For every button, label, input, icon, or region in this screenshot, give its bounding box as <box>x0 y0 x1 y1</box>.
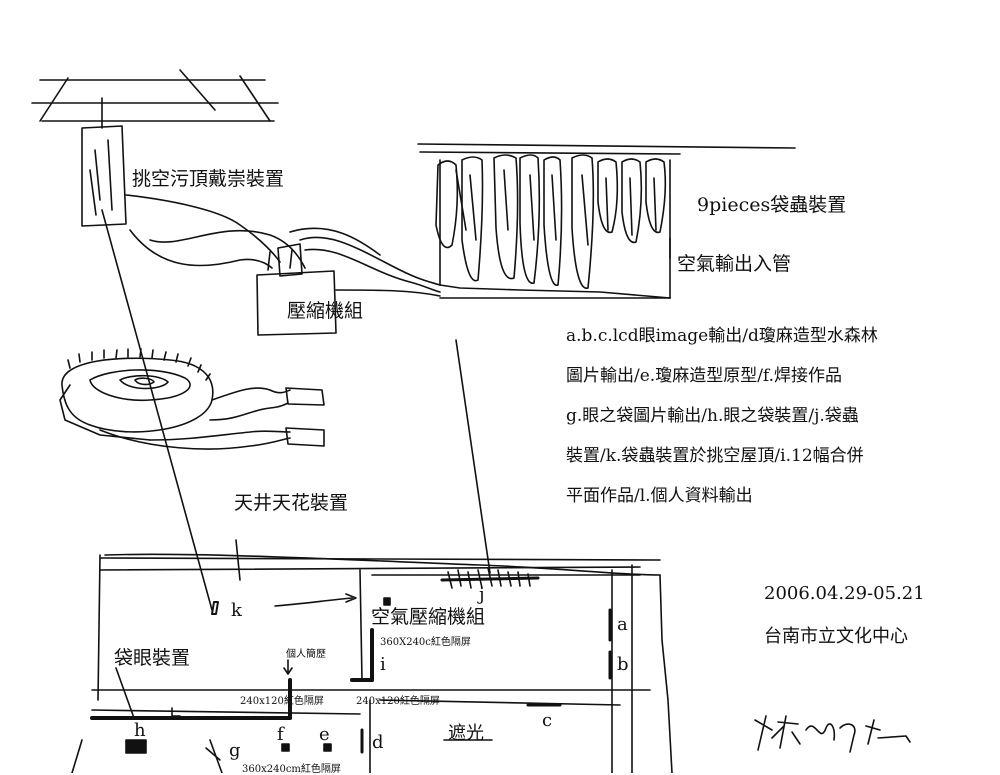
label-screen-240x120-left: 240x120紅色隔屏 <box>240 696 324 707</box>
letter-j: j <box>479 584 485 605</box>
label-air-compressor-group: 空氣壓縮機組 <box>371 606 486 628</box>
label-shading: 遮光 <box>448 723 484 744</box>
description-block: a.b.c.lcd眼image輸出/d瓊麻造型水森林 圖片輸出/e.瓊麻造型原型… <box>566 316 986 516</box>
overhead-device-sketch <box>81 125 213 611</box>
ceiling-beam-sketch <box>31 69 279 129</box>
letter-h: h <box>134 720 146 741</box>
label-eye-bag-device: 袋眼裝置 <box>114 647 191 669</box>
description-line: a.b.c.lcd眼image輸出/d瓊麻造型水森林 <box>566 326 878 346</box>
signature-sketch <box>754 715 911 753</box>
description-line: g.眼之袋圖片輸出/h.眼之袋裝置/j.袋蟲 <box>566 406 859 426</box>
letter-d: d <box>372 732 384 753</box>
letter-f: f <box>277 724 284 745</box>
label-nine-pieces: 9pieces袋蟲裝置 <box>697 194 847 216</box>
label-screen-240x120-right: 240x120紅色隔屏 <box>356 696 440 707</box>
letter-k: k <box>231 600 242 621</box>
floor-plan-sketch <box>71 539 673 773</box>
description-line: 裝置/k.袋蟲裝置於挑空屋頂/i.12幅合併 <box>566 446 864 466</box>
label-screen-360x240: 360X240c紅色隔屏 <box>380 637 471 648</box>
venue: 台南市立文化中心 <box>764 626 908 647</box>
air-tubes-sketch <box>125 194 441 297</box>
label-ceiling-device: 天井天花裝置 <box>234 492 349 514</box>
ceiling-device-sketch <box>59 348 325 450</box>
label-screen-360x240cm: 360x240cm紅色隔屏 <box>242 764 341 775</box>
letter-c: c <box>542 710 553 731</box>
nine-pieces-sketch <box>417 143 796 299</box>
letter-a: a <box>617 614 628 635</box>
label-overhead-device: 挑空污頂戴崇裝置 <box>132 168 285 190</box>
label-resume: 個人簡歷 <box>286 649 326 660</box>
letter-g: g <box>229 740 241 761</box>
description-line: 平面作品/l.個人資料輸出 <box>566 486 753 506</box>
date-range: 2006.04.29-05.21 <box>764 583 925 604</box>
label-air-pipe: 空氣輸出入管 <box>677 253 792 275</box>
letter-i: i <box>380 654 386 675</box>
letter-e: e <box>319 724 330 745</box>
description-line: 圖片輸出/e.瓊麻造型原型/f.焊接作品 <box>566 366 843 386</box>
pointer-line-j <box>455 339 491 574</box>
compressor-sketch <box>256 243 337 336</box>
letter-b: b <box>617 654 629 675</box>
label-compressor: 壓縮機組 <box>287 300 364 322</box>
